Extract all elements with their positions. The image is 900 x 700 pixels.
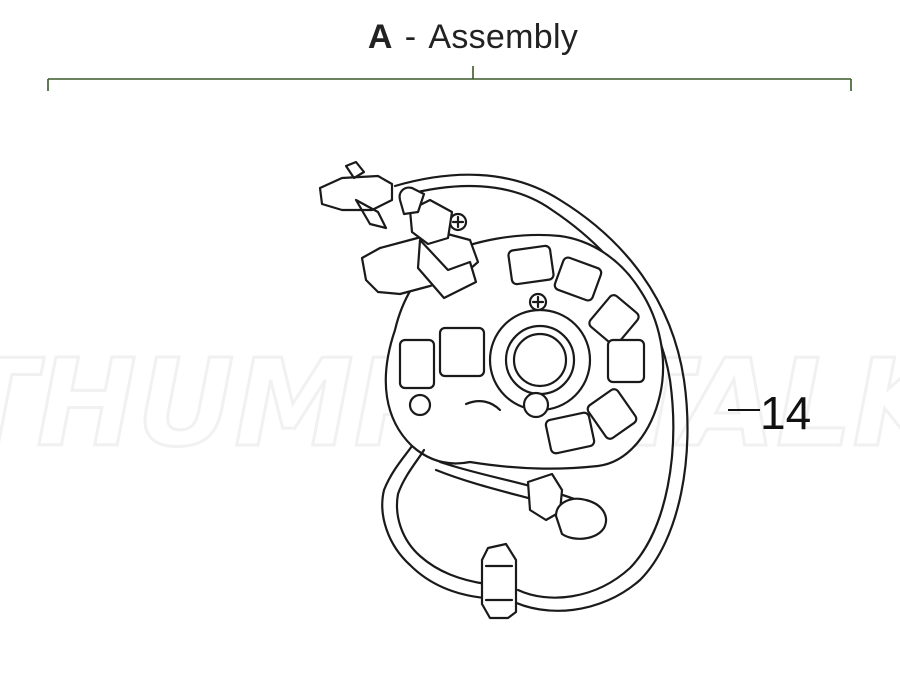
coil-pole — [507, 244, 555, 286]
coil-pole — [586, 388, 638, 440]
coil-pole — [606, 338, 646, 384]
outer-wire-harness — [393, 173, 689, 612]
coil-pole — [544, 411, 596, 455]
assembly-letter: A — [367, 18, 393, 56]
assembly-name: Assembly — [428, 18, 579, 56]
screw — [528, 292, 548, 312]
lower-wire-harness — [381, 444, 487, 600]
wire-connector-bottom — [480, 542, 518, 620]
coil-pole — [438, 326, 486, 378]
coil-pole — [398, 338, 436, 390]
callout-leader-line — [728, 409, 760, 411]
callout-number: 14 — [760, 387, 812, 439]
title-separator: - — [404, 18, 417, 56]
coil-pole — [588, 294, 640, 346]
assembly-bracket — [47, 66, 852, 91]
stator-hub-inner — [504, 324, 576, 396]
coil-pole — [553, 256, 603, 302]
assembly-title: A-Assembly — [0, 18, 900, 57]
wire-connector-top — [318, 174, 394, 212]
